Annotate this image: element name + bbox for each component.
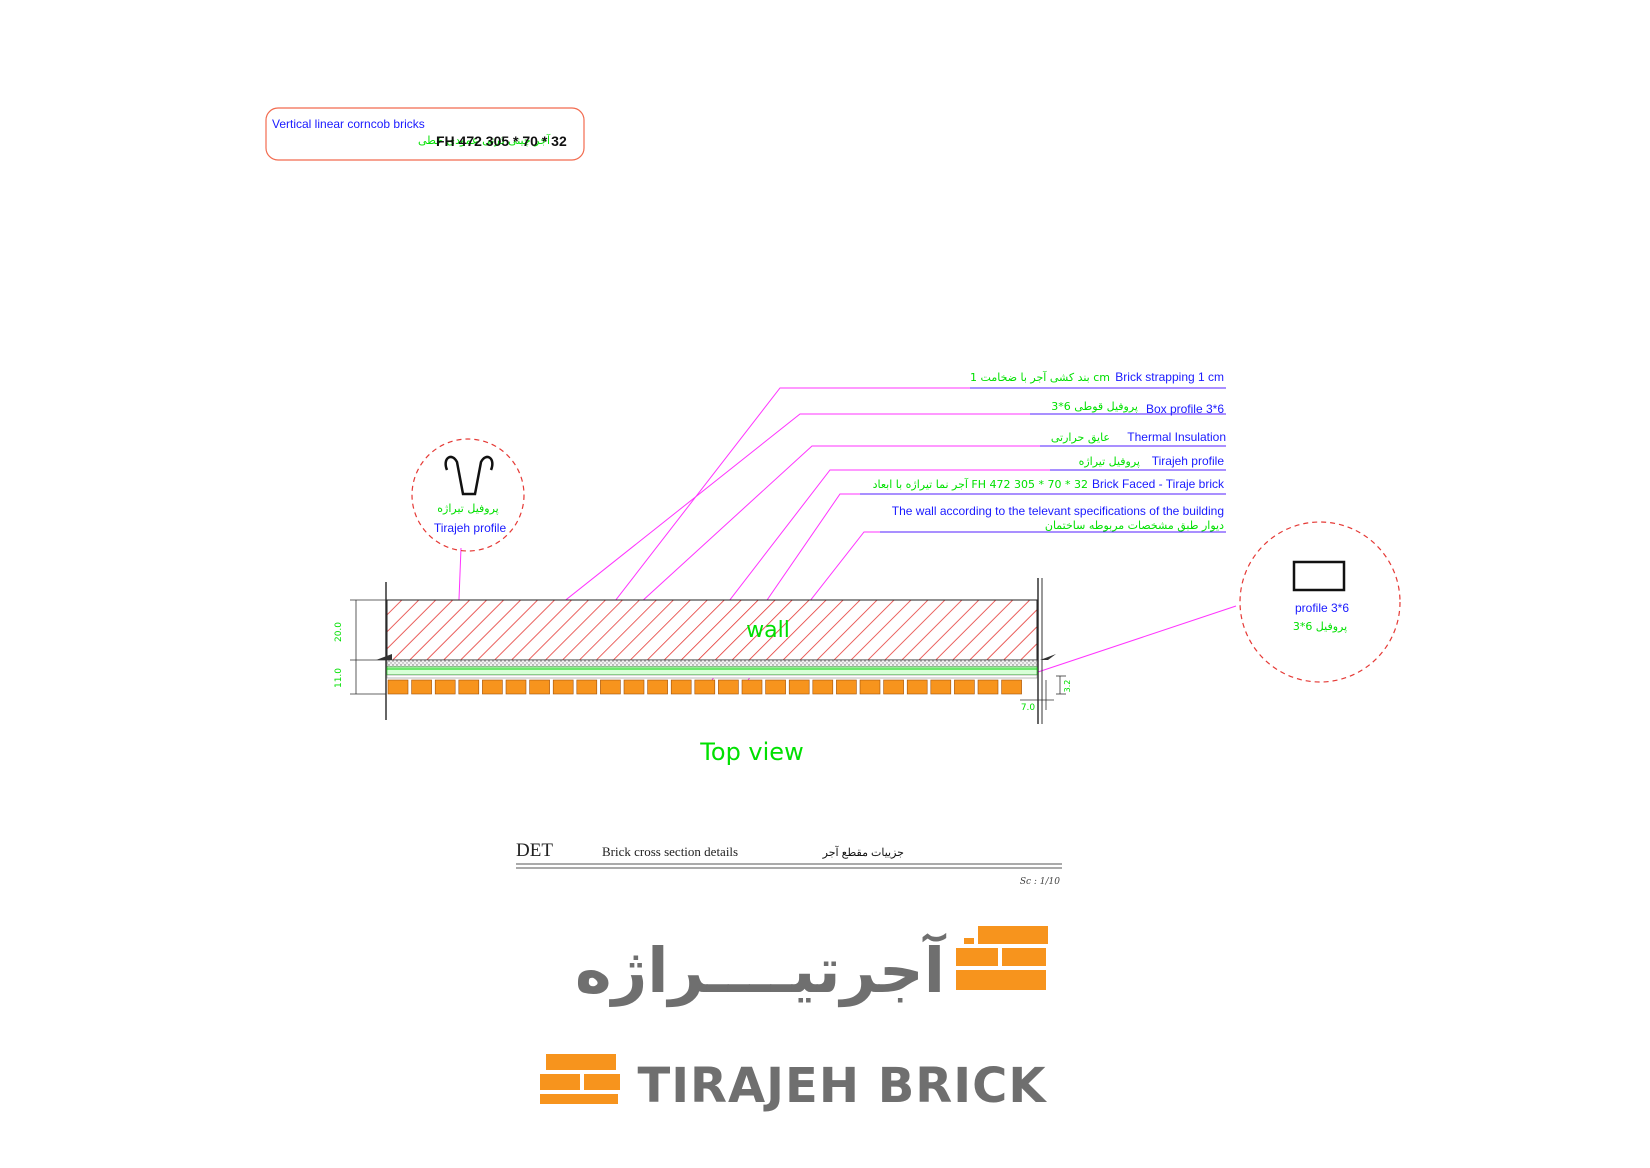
brick	[954, 679, 975, 695]
brick	[741, 679, 763, 695]
title-scale: Sc : 1/10	[1020, 877, 1060, 887]
detail-right-fa: پروفیل 6*3	[1293, 620, 1347, 633]
brick	[977, 679, 999, 695]
callout-list: Brick strapping 1 cm بند کشی آجر با ضخام…	[873, 370, 1226, 533]
brick	[576, 679, 598, 695]
brick	[718, 679, 739, 695]
brick	[906, 679, 928, 695]
detail-right-en: profile 3*6	[1295, 601, 1349, 615]
dim-11: 11.0	[334, 668, 344, 688]
dim-20: 20.0	[334, 622, 344, 642]
title-code: DET	[516, 840, 553, 861]
box-profile-detail: profile 3*6 پروفیل 6*3	[1239, 521, 1401, 683]
brick	[670, 679, 692, 695]
callout-2-fa: پروفیل قوطی 6*3	[1051, 400, 1138, 413]
detail-left-fa: پروفیل تیراژه	[437, 502, 498, 515]
note-box-code: FH 472 305 * 70 * 32	[436, 133, 567, 149]
brick	[623, 679, 645, 695]
brick	[529, 679, 550, 695]
callout-3-fa: عایق حرارتی	[1051, 431, 1110, 445]
leader-underlines	[860, 387, 1226, 533]
title-block: DET Brick cross section details جزییات م…	[516, 840, 1062, 887]
dim-7: 7.0	[1021, 703, 1036, 713]
note-box: Vertical linear corncob bricks آجر چینی …	[265, 107, 585, 161]
callout-5-en: Brick Faced - Tiraje brick	[1092, 477, 1225, 491]
logo-fa: آجرتیــــراژه	[575, 932, 947, 1007]
note-box-fa: آجر چینی ذرتی عمودی خطی	[418, 133, 551, 147]
brick	[505, 679, 527, 695]
dim-3-2: 3.2	[1063, 680, 1072, 693]
box-profile-icon	[1292, 560, 1346, 592]
wall-section: wall	[376, 578, 1056, 724]
brick-row	[387, 679, 1022, 695]
brick	[552, 679, 574, 695]
company-logo: آجرتیــــراژه TIRAJEH BRICK	[540, 926, 1048, 1114]
brick	[859, 679, 881, 695]
dimension-lines	[350, 599, 1066, 710]
brick	[434, 679, 456, 695]
wall-block	[386, 599, 1038, 661]
brick	[765, 679, 786, 695]
thermal-insulation-layer	[386, 666, 1038, 676]
brick	[788, 679, 810, 695]
brick-logo-icon-top	[956, 926, 1048, 990]
logo-en: TIRAJEH BRICK	[637, 1058, 1047, 1114]
callout-4-fa: پروفیل تیراژه	[1079, 455, 1140, 468]
brick	[647, 679, 668, 695]
callout-1-fa: بند کشی آجر با ضخامت 1 cm	[970, 370, 1110, 384]
title-en: Brick cross section details	[602, 844, 738, 859]
callout-6-en: The wall according to the televant speci…	[892, 504, 1224, 518]
brick-logo-icon-bottom	[540, 1054, 620, 1104]
callout-3-en: Thermal Insulation	[1127, 430, 1226, 444]
title-fa: جزییات مقطع آجر	[822, 846, 904, 859]
brick	[387, 679, 409, 695]
callout-1-en: Brick strapping 1 cm	[1115, 370, 1224, 384]
brick	[411, 679, 432, 695]
callout-4-en: Tirajeh profile	[1152, 454, 1225, 468]
brick	[458, 679, 480, 695]
brick	[694, 679, 716, 695]
brick	[812, 679, 834, 695]
tirajeh-profile-icon	[444, 455, 494, 496]
brick	[482, 679, 503, 695]
callout-6-fa: دیوار طبق مشخصات مربوطه ساختمان	[1045, 519, 1224, 533]
brick	[1001, 679, 1022, 695]
callout-2-en: Box profile 3*6	[1146, 402, 1224, 416]
strapping-layer	[386, 659, 1038, 668]
brick	[836, 679, 857, 695]
callout-5-fa: آجر نما تیراژه با ابعاد FH 472 305 * 70 …	[873, 477, 1088, 491]
brick	[930, 679, 952, 695]
wall-label: wall	[746, 618, 790, 643]
view-label: Top view	[699, 738, 803, 766]
note-box-en: Vertical linear corncob bricks	[272, 117, 425, 131]
tirajeh-profile-detail: پروفیل تیراژه Tirajeh profile	[411, 438, 525, 552]
detail-left-en: Tirajeh profile	[434, 521, 507, 535]
brick	[883, 679, 904, 695]
brick	[600, 679, 621, 695]
